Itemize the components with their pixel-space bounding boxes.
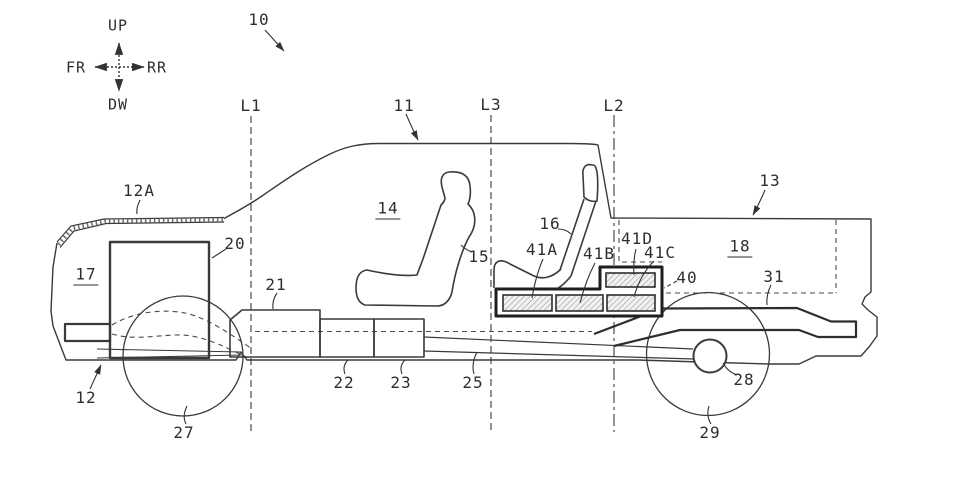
leader-25 xyxy=(472,351,478,375)
leader-41b xyxy=(579,262,596,304)
label-20: 20 xyxy=(224,234,246,253)
label-27: 27 xyxy=(173,423,195,442)
label-11: 11 xyxy=(393,96,415,115)
section-line-label-l3: L3 xyxy=(480,95,502,114)
leader-20 xyxy=(211,248,227,259)
label-25: 25 xyxy=(462,373,484,392)
leader-41a xyxy=(531,258,544,299)
hood-panel-band xyxy=(56,216,225,248)
section-line-label-l1: L1 xyxy=(240,96,262,115)
leader-16 xyxy=(557,228,572,235)
label-28: 28 xyxy=(733,370,755,389)
label-41c: 41C xyxy=(644,243,676,262)
battery-cell-41b xyxy=(555,294,604,312)
battery-cell-41a xyxy=(502,294,553,312)
leader-41d xyxy=(633,248,637,276)
leader-31 xyxy=(766,284,772,306)
label-23: 23 xyxy=(390,373,412,392)
label-41a: 41A xyxy=(526,240,558,259)
label-21: 21 xyxy=(265,275,287,294)
section-line-label-l2: L2 xyxy=(603,96,625,115)
battery-cell-41d xyxy=(605,272,656,288)
rear-frame-member xyxy=(593,306,858,348)
rear-axle-hub xyxy=(692,338,728,374)
leader-21 xyxy=(272,292,278,310)
label-12a: 12A xyxy=(123,181,155,200)
leader-12 xyxy=(89,364,102,390)
label-29: 29 xyxy=(699,423,721,442)
compass-rear-label: RR xyxy=(146,58,168,77)
leader-12a xyxy=(136,199,141,215)
leader-23 xyxy=(400,359,406,375)
front-wheel xyxy=(122,295,244,417)
label-13: 13 xyxy=(759,171,781,190)
compass-up-label: UP xyxy=(107,16,129,35)
front-member-box-12 xyxy=(63,322,112,343)
label-17: 17 xyxy=(73,264,99,286)
rear-seat xyxy=(493,163,599,289)
leader-13 xyxy=(752,189,766,216)
label-41b: 41B xyxy=(583,244,615,263)
bed-compartment-dashed-outline xyxy=(618,220,837,294)
unit-box-23 xyxy=(373,318,425,358)
hidden-lines xyxy=(111,310,592,360)
leader-29 xyxy=(707,405,712,425)
section-lines xyxy=(250,115,615,433)
unit-box-21 xyxy=(229,309,321,358)
label-31: 31 xyxy=(763,267,785,286)
label-40: 40 xyxy=(676,268,698,287)
battery-pack xyxy=(494,265,664,318)
label-12: 12 xyxy=(75,388,97,407)
leader-41c xyxy=(633,260,655,298)
propeller-shaft xyxy=(423,336,695,360)
leader-22 xyxy=(343,359,349,375)
compass-front-label: FR xyxy=(65,58,87,77)
leader-27 xyxy=(183,405,188,425)
label-22: 22 xyxy=(333,373,355,392)
label-14: 14 xyxy=(375,198,401,220)
leader-15 xyxy=(460,244,473,253)
figure-number-label: 10 xyxy=(248,10,270,29)
leader-11 xyxy=(405,113,419,141)
label-16: 16 xyxy=(539,214,561,233)
compass-down-label: DW xyxy=(107,95,129,114)
leader-40 xyxy=(663,280,678,289)
power-unit-box-20 xyxy=(108,240,211,360)
label-15: 15 xyxy=(468,247,490,266)
label-18: 18 xyxy=(727,236,753,258)
compass-arrows xyxy=(94,42,145,92)
wheels xyxy=(122,291,771,417)
front-seat xyxy=(355,171,476,307)
leader-28 xyxy=(722,362,738,376)
battery-cell-41c xyxy=(606,294,656,312)
leader-lines xyxy=(89,29,772,425)
unit-box-22 xyxy=(319,318,375,358)
label-41d: 41D xyxy=(621,229,653,248)
front-components xyxy=(63,240,425,360)
leader-10 xyxy=(264,29,285,52)
